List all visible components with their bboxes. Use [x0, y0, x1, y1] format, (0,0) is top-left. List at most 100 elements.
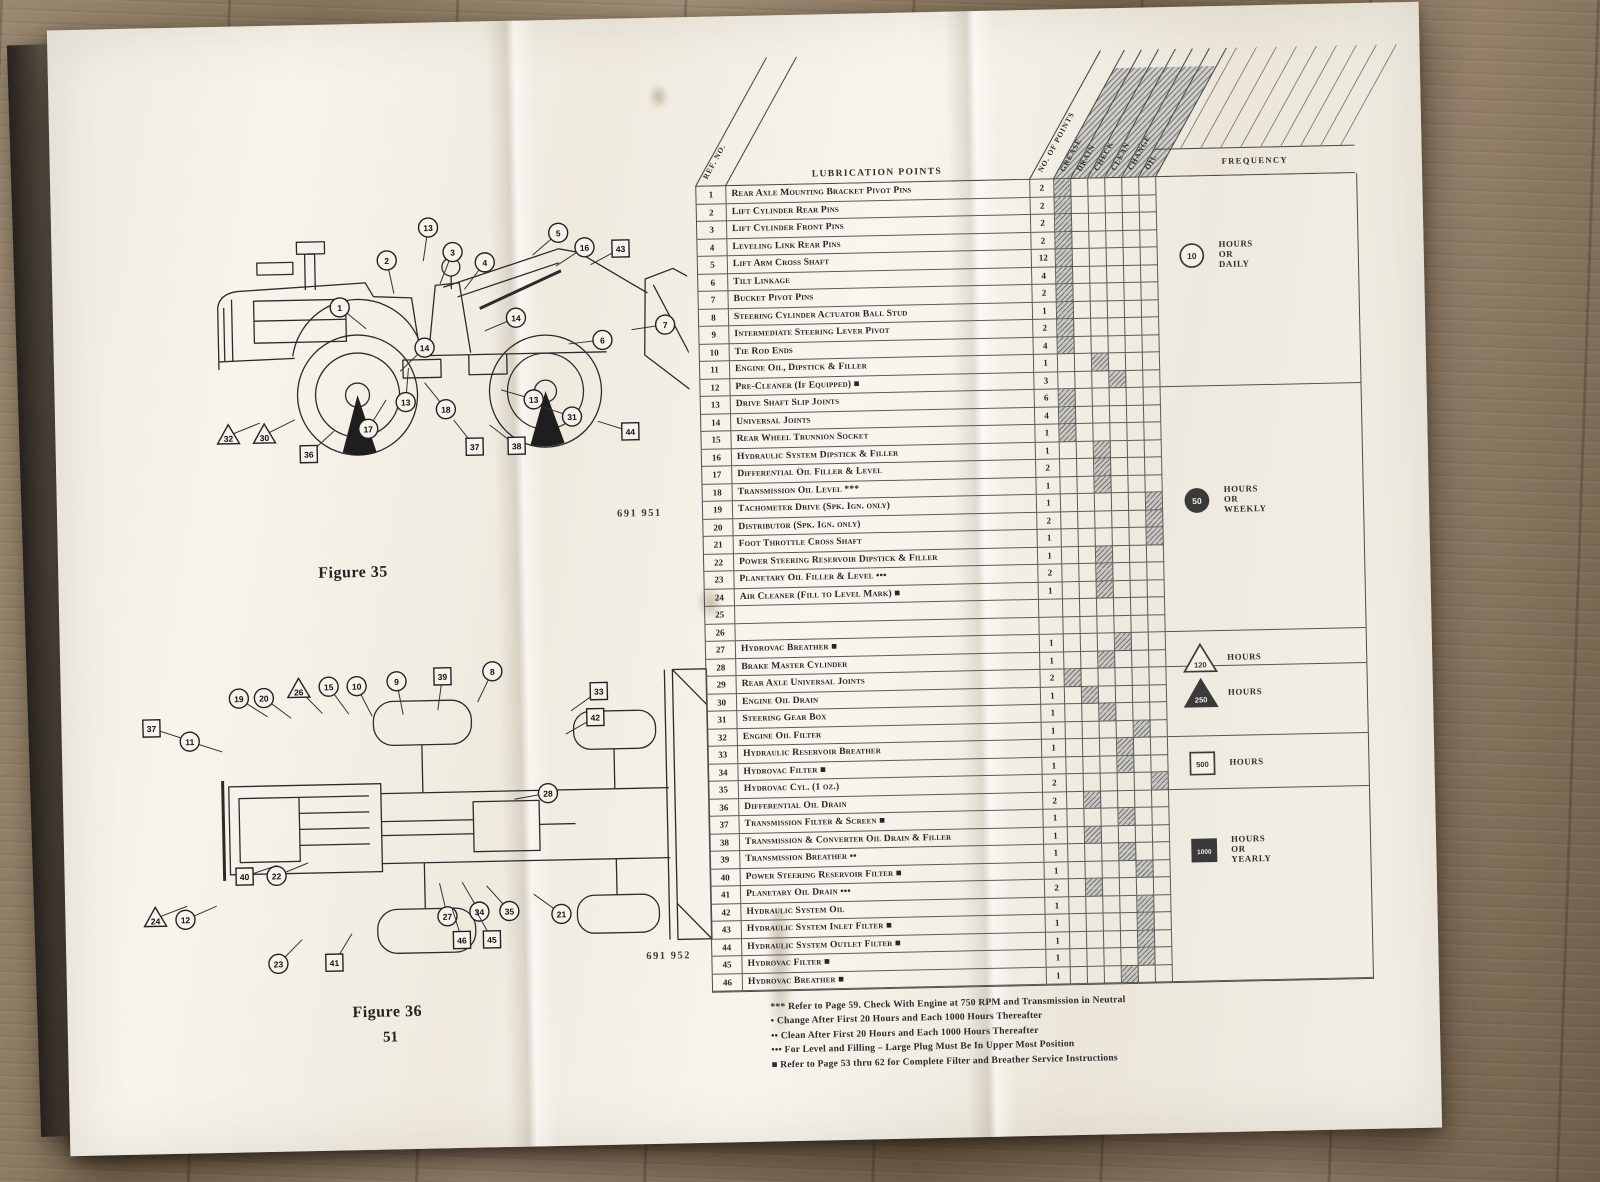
row-points: 1 [1037, 546, 1063, 565]
service-mark-cell [1119, 877, 1138, 896]
service-mark-cell [1102, 878, 1121, 897]
svg-text:23: 23 [274, 959, 284, 969]
row-points: 2 [1044, 879, 1070, 898]
service-mark-cell [1113, 580, 1131, 599]
service-mark-cell [1065, 721, 1083, 740]
service-mark-cell [1118, 807, 1136, 826]
row-points: 2 [1038, 564, 1063, 583]
service-mark-cell [1096, 580, 1114, 599]
service-mark-cell [1057, 354, 1076, 372]
service-mark-cell [1095, 510, 1113, 529]
service-mark-cell [1105, 195, 1123, 214]
service-mark-cell [1145, 457, 1163, 476]
service-mark-cell [1081, 686, 1100, 704]
service-mark-cell [1099, 720, 1117, 739]
frequency-group-divider [1165, 626, 1366, 633]
service-mark-cell [1106, 247, 1124, 266]
row-ref-no: 12 [700, 378, 731, 397]
callout-14: 14 [484, 307, 527, 332]
frequency-group-divider [1168, 784, 1369, 790]
row-points [1039, 616, 1064, 635]
service-mark-cell [1054, 179, 1072, 197]
callout-28: 28 [514, 782, 559, 804]
service-mark-cell [1145, 492, 1164, 511]
service-mark-cell [1143, 404, 1162, 423]
service-mark-cell [1097, 615, 1115, 634]
svg-text:41: 41 [330, 958, 340, 968]
row-ref-no: 3 [696, 221, 728, 240]
row-points: 12 [1031, 249, 1057, 268]
frequency-label: HOURS [1229, 755, 1264, 767]
row-points: 1 [1040, 651, 1065, 670]
service-mark-cell [1078, 546, 1097, 564]
service-mark-cell [1142, 352, 1161, 371]
service-mark-cell [1068, 878, 1087, 897]
service-mark-cell [1108, 352, 1127, 371]
page-number: 51 [382, 1029, 399, 1046]
service-mark-cell [1088, 178, 1106, 197]
service-mark-cell [1060, 459, 1078, 477]
service-mark-cell [1146, 527, 1164, 546]
service-mark-cell [1116, 720, 1134, 739]
callout-38: 38 [489, 424, 527, 456]
service-mark-cell [1139, 212, 1158, 231]
service-mark-cell [1054, 196, 1072, 215]
service-mark-cell [1129, 527, 1147, 546]
service-mark-cell [1078, 511, 1096, 529]
service-mark-cell [1119, 860, 1137, 879]
service-mark-cell [1055, 231, 1073, 250]
callout-7: 7 [631, 314, 676, 335]
service-mark-cell [1080, 633, 1099, 652]
service-mark-cell [1062, 563, 1080, 582]
row-points: 1 [1033, 354, 1059, 373]
service-mark-cell [1083, 791, 1102, 809]
service-mark-cell [1112, 527, 1130, 546]
callout-40: 40 [235, 865, 277, 886]
service-mark-cell [1152, 824, 1171, 843]
service-mark-cell [1103, 930, 1122, 949]
service-mark-cell [1130, 562, 1148, 581]
row-ref-no: 6 [698, 273, 729, 292]
photo-ref-fig35: 691 951 [616, 507, 662, 520]
svg-text:31: 31 [567, 412, 577, 422]
callout-18: 18 [424, 382, 457, 420]
callout-13: 13 [417, 217, 439, 262]
service-mark-cell [1091, 353, 1110, 372]
service-mark-cell [1122, 212, 1141, 231]
service-mark-cell [1054, 214, 1073, 232]
service-mark-cell [1070, 966, 1089, 985]
service-mark-cell [1066, 791, 1085, 810]
svg-text:18: 18 [441, 405, 451, 415]
row-ref-no: 40 [710, 868, 741, 887]
square-symbol: 1000 [1191, 838, 1218, 863]
service-mark-cell [1094, 475, 1112, 494]
row-points: 1 [1043, 809, 1068, 828]
service-mark-cell [1132, 650, 1150, 668]
service-mark-cell [1153, 877, 1172, 895]
service-mark-cell [1143, 387, 1161, 406]
callout-20: 20 [253, 687, 292, 719]
svg-text:2: 2 [384, 256, 389, 266]
service-mark-cell [1138, 964, 1157, 983]
service-mark-cell [1136, 859, 1154, 878]
service-mark-cell [1068, 861, 1086, 880]
service-mark-cell [1084, 808, 1102, 827]
service-mark-cell [1123, 247, 1141, 266]
service-mark-cell [1127, 440, 1146, 458]
service-mark-cell [1101, 825, 1120, 844]
row-points: 2 [1032, 284, 1057, 303]
lubrication-points-header: LUBRICATION POINTS [812, 167, 943, 180]
svg-text:19: 19 [234, 694, 244, 704]
service-mark-cell [1100, 755, 1118, 774]
service-mark-cell [1139, 177, 1157, 196]
callout-5: 5 [532, 222, 569, 256]
row-points: 1 [1032, 301, 1058, 320]
service-mark-cell [1077, 458, 1095, 477]
triangle-symbol: 250 [1183, 677, 1219, 708]
service-mark-cell [1069, 913, 1087, 932]
service-mark-cell [1099, 738, 1118, 757]
service-mark-cell [1102, 843, 1120, 862]
row-points: 1 [1039, 634, 1065, 653]
